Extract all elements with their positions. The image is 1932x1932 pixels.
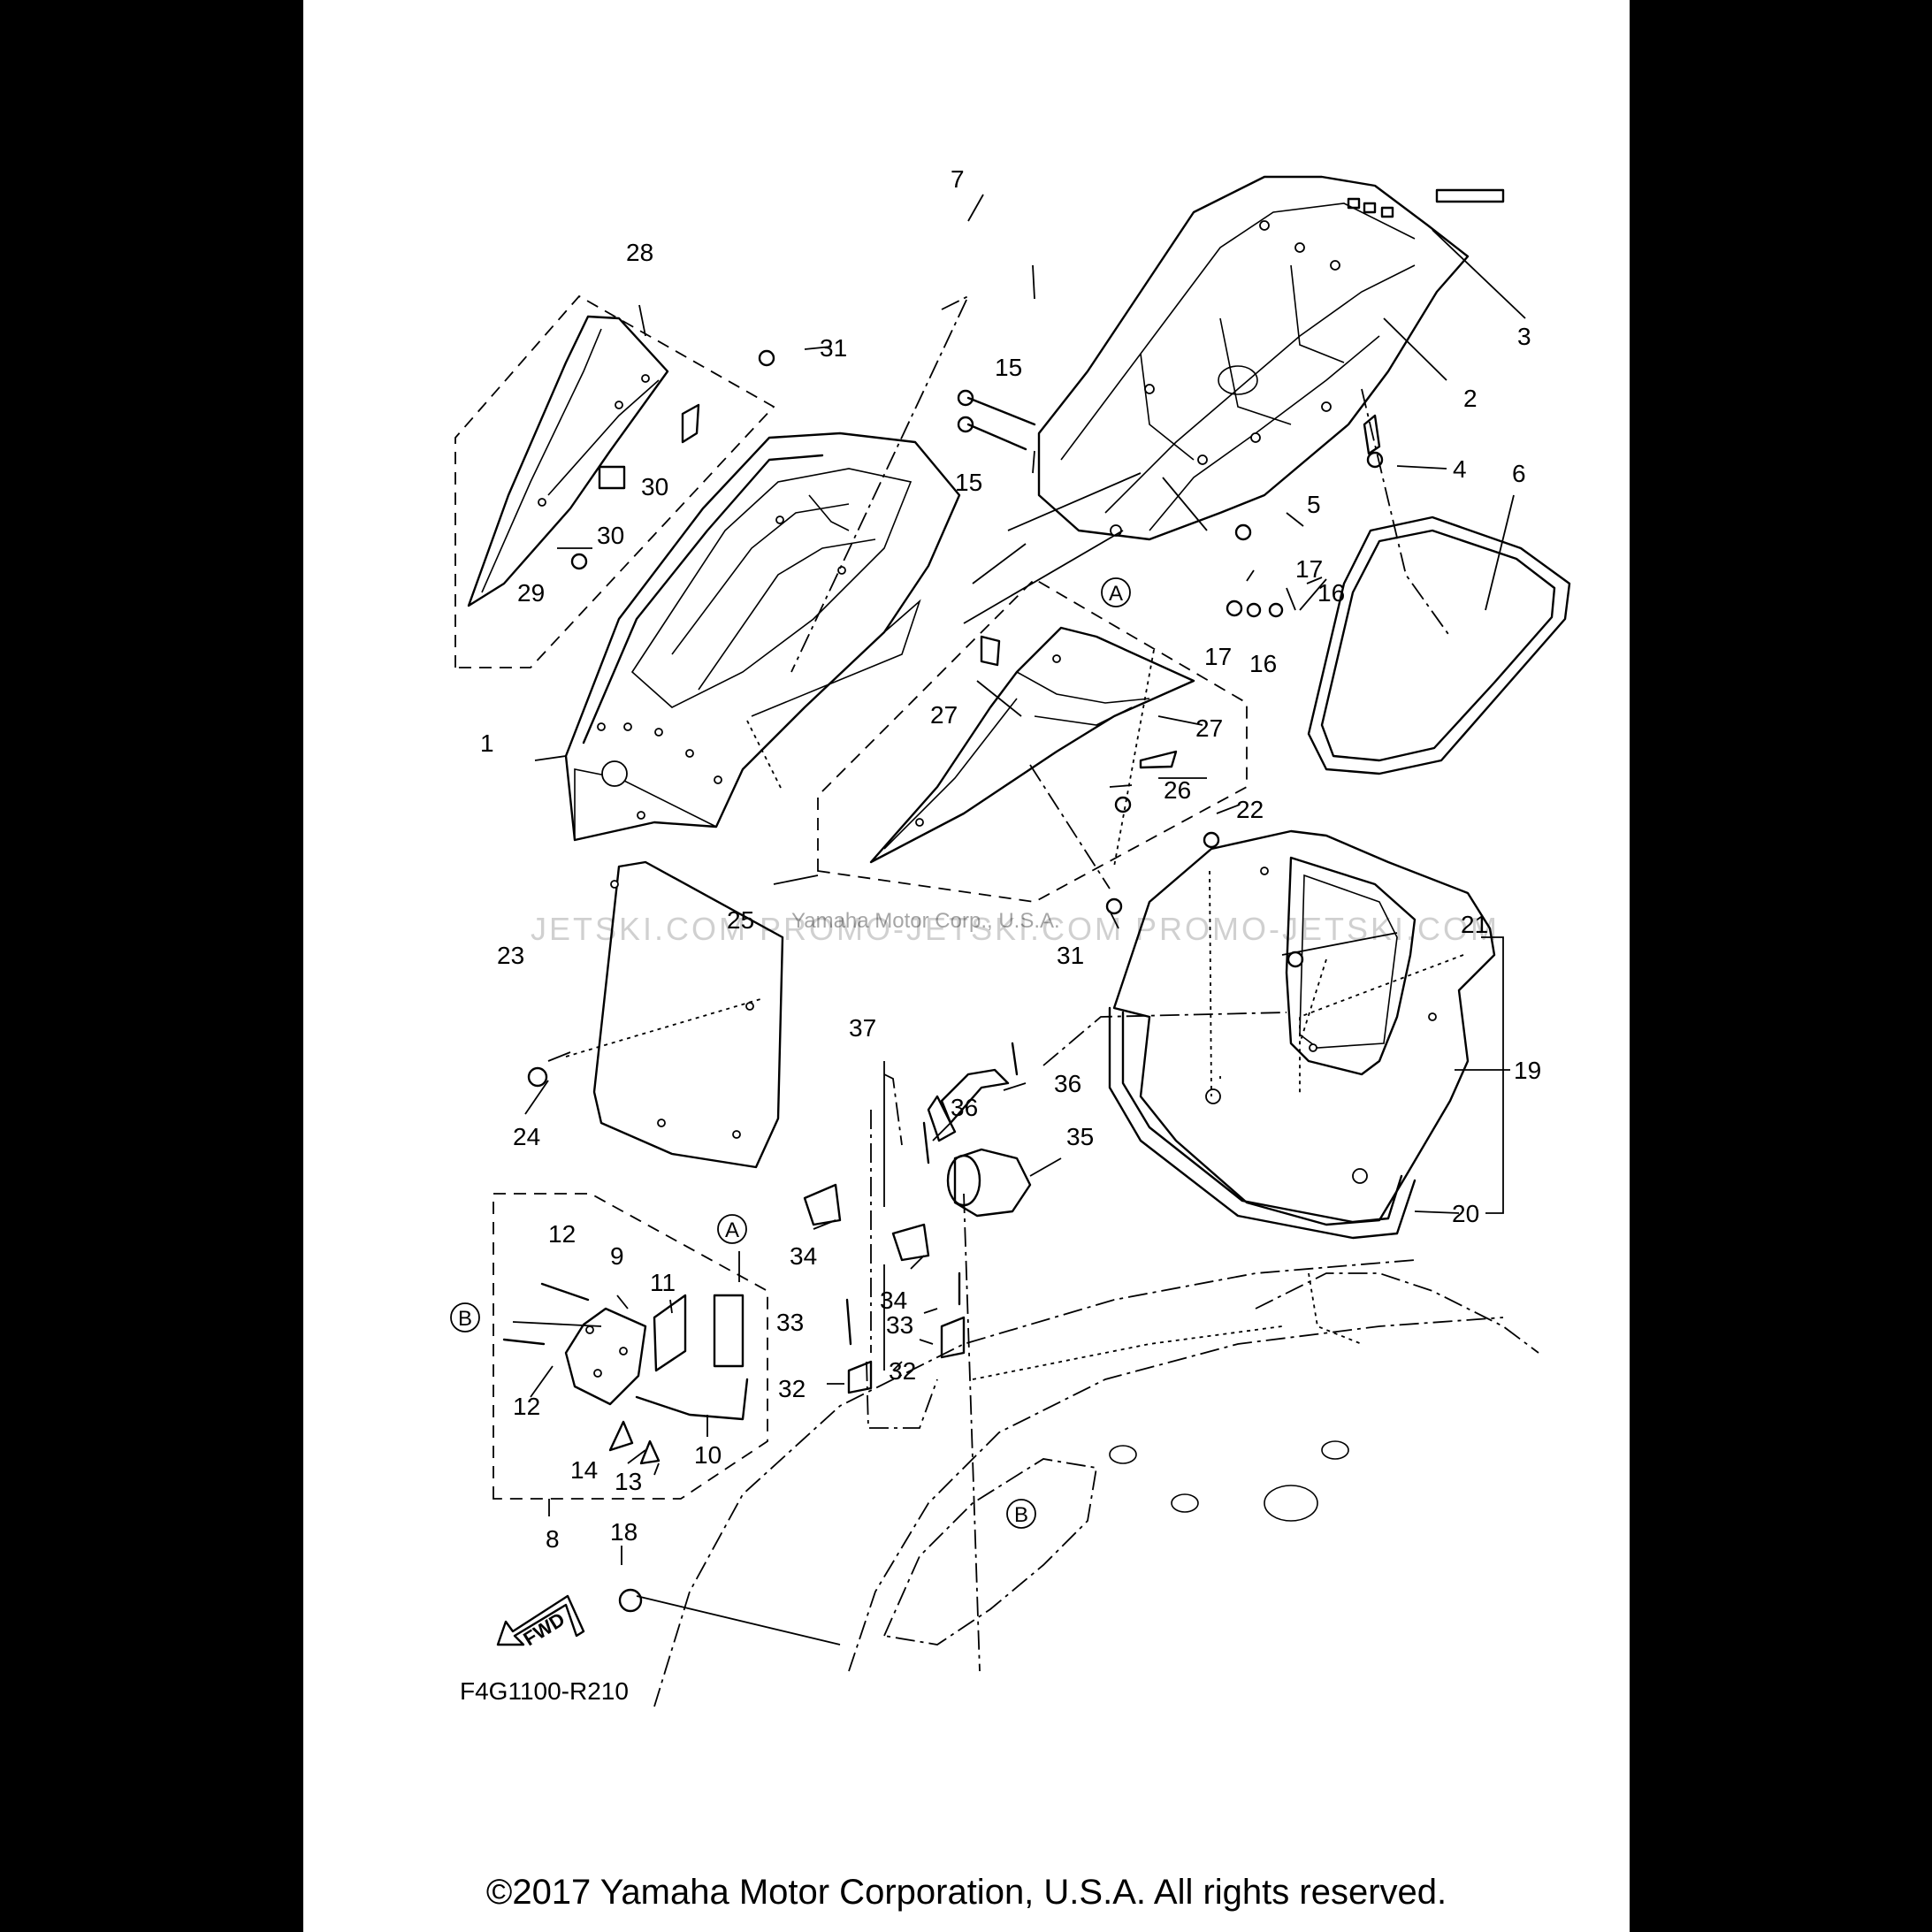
- hull-outline: [653, 1259, 1539, 1707]
- reference-markers: A A B B: [450, 577, 1131, 1529]
- callout-10: 10: [694, 1441, 722, 1469]
- ref-b-circle-latch: [450, 1302, 480, 1333]
- callout-17a: 17: [1295, 555, 1323, 583]
- callout-35: 35: [1066, 1123, 1094, 1150]
- connection-lines: [565, 294, 1464, 1672]
- callout-7: 7: [951, 165, 965, 193]
- callout-11: 11: [650, 1269, 676, 1296]
- callout-1: 1: [480, 729, 494, 757]
- callout-21: 21: [1461, 911, 1488, 938]
- callout-labels: 1 2 3 4 5 6 7 8 9 10 11 12 12 13 14 15 1…: [480, 165, 1541, 1553]
- diagram-code: F4G1100-R210: [460, 1677, 629, 1705]
- callout-27a: 27: [930, 701, 958, 729]
- fwd-arrow-icon: FWD: [496, 1594, 585, 1650]
- front-hood-part-1: [564, 431, 961, 842]
- callout-16a: 16: [1317, 579, 1345, 607]
- callout-26: 26: [1164, 776, 1191, 804]
- callout-37: 37: [849, 1014, 876, 1042]
- callout-3: 3: [1517, 323, 1531, 350]
- callout-2: 2: [1463, 385, 1478, 412]
- copyright-notice: ©2017 Yamaha Motor Corporation, U.S.A. A…: [485, 1873, 1447, 1912]
- callout-27b: 27: [1195, 714, 1223, 742]
- callout-14: 14: [570, 1456, 598, 1484]
- storage-tub-parts-19-20: [1108, 829, 1496, 1240]
- callout-25: 25: [727, 906, 754, 934]
- ref-a-top: A: [1109, 582, 1123, 606]
- callout-34a: 34: [790, 1242, 817, 1270]
- callout-4: 4: [1453, 455, 1467, 483]
- leader-lines: [512, 194, 1526, 1646]
- watermark-overlay-text: Yamaha Motor Corp., U.S.A.: [791, 909, 1060, 933]
- ref-b-latch: B: [458, 1307, 472, 1331]
- cover-assembly-28: [454, 294, 775, 668]
- seat-frame-part-2: [1037, 175, 1505, 541]
- ref-a-circle-top: [1101, 577, 1131, 607]
- cover-assembly-25: [817, 577, 1248, 903]
- fasteners: [527, 349, 1384, 1613]
- callout-32a: 32: [778, 1375, 806, 1402]
- gasket-part-6: [1307, 515, 1571, 775]
- callout-33a: 33: [776, 1309, 804, 1336]
- callout-30b: 30: [597, 522, 624, 549]
- callout-31a: 31: [820, 334, 847, 362]
- callout-12b: 12: [513, 1393, 540, 1420]
- ref-b-hull: B: [1014, 1503, 1028, 1527]
- watermark-text: JETSKI.COM PROMO-JETSKI.COM PROMO-JETSKI…: [531, 911, 1501, 947]
- callout-36a: 36: [1054, 1070, 1081, 1097]
- ref-a-latch: A: [725, 1218, 739, 1242]
- callout-31b: 31: [1057, 942, 1084, 969]
- callout-8: 8: [546, 1525, 560, 1553]
- callout-20: 20: [1452, 1200, 1479, 1227]
- callout-17b: 17: [1204, 643, 1232, 670]
- callout-32b: 32: [889, 1357, 916, 1385]
- callout-23: 23: [497, 942, 524, 969]
- callout-12a: 12: [548, 1220, 576, 1248]
- callout-22: 22: [1236, 796, 1264, 823]
- callout-29: 29: [517, 579, 545, 607]
- callout-33b: 33: [886, 1311, 913, 1339]
- callout-19: 19: [1514, 1057, 1541, 1084]
- callout-28: 28: [626, 239, 653, 266]
- callout-13: 13: [615, 1468, 642, 1495]
- callout-24: 24: [513, 1123, 540, 1150]
- callout-9: 9: [610, 1242, 624, 1270]
- callout-30a: 30: [641, 473, 668, 500]
- ref-b-circle-hull: [1006, 1499, 1036, 1529]
- callout-15a: 15: [995, 354, 1022, 381]
- callout-18: 18: [610, 1518, 638, 1546]
- callout-15b: 15: [955, 469, 982, 496]
- callout-6: 6: [1512, 460, 1526, 487]
- latch-assembly-8: [493, 1193, 768, 1500]
- ref-a-circle-latch: [717, 1214, 747, 1244]
- small-hardware-parts: [803, 1068, 1032, 1394]
- callout-34b: 34: [880, 1287, 907, 1314]
- fwd-label: FWD: [519, 1607, 569, 1650]
- callout-5: 5: [1307, 491, 1321, 518]
- callout-16b: 16: [1249, 650, 1277, 677]
- callout-36b: 36: [951, 1094, 978, 1121]
